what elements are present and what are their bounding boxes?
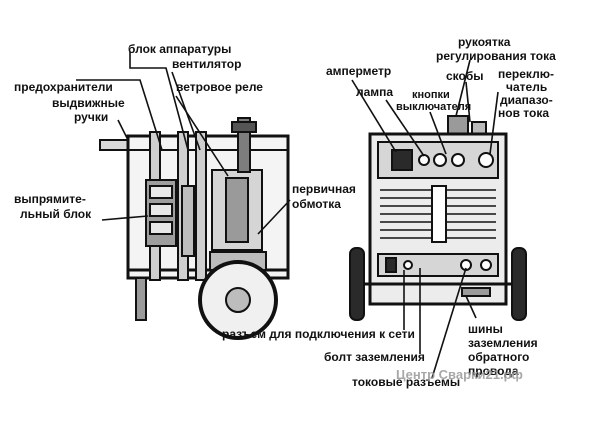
label-bars-1: шины [468, 322, 503, 336]
leg-front [135, 277, 147, 321]
label-range-3: диапазо- [500, 93, 553, 107]
label-wind-relay: ветровое реле [176, 80, 263, 94]
label-current-sockets: токовые разъемы [352, 375, 460, 389]
label-range-2: чатель [506, 80, 547, 94]
right-unit [349, 115, 527, 321]
wheel-left [349, 247, 365, 321]
range-switch [478, 152, 494, 168]
left-unit [99, 117, 290, 340]
ground-bolt [403, 260, 413, 270]
switch-button-2 [451, 153, 465, 167]
label-brackets: скобы [446, 69, 484, 83]
label-lamp: лампа [356, 85, 393, 99]
ammeter [391, 149, 413, 171]
label-bars-2: заземления [468, 336, 538, 350]
labels-left: блок аппаратуры вентилятор предохранител… [14, 42, 415, 341]
label-switch: выключателя [396, 101, 471, 113]
label-fuses: предохранители [14, 80, 113, 94]
current-socket-2 [480, 259, 492, 271]
label-range-1: переклю- [498, 67, 554, 81]
label-rectifier-2: льный блок [20, 207, 92, 221]
switch-button-1 [433, 153, 447, 167]
label-ammeter: амперметр [326, 64, 391, 78]
label-fan: вентилятор [172, 57, 241, 71]
lamp [418, 154, 430, 166]
label-apparatus-block: блок аппаратуры [128, 42, 231, 56]
watermark: Центр Сварки21.рф [396, 367, 523, 382]
label-handles: ручки [74, 110, 108, 124]
label-primary-2: обмотка [292, 197, 341, 211]
labels-right: амперметр лампа кнопки выключателя скобы… [324, 35, 556, 389]
label-rectifier-1: выпрямите- [14, 192, 86, 206]
label-handle: рукоятка [458, 35, 511, 49]
label-primary-1: первичная [292, 182, 356, 196]
label-buttons: кнопки [412, 89, 450, 101]
label-range-4: нов тока [498, 106, 549, 120]
label-pull-out: выдвижные [52, 96, 125, 110]
ground-bars [461, 287, 491, 297]
label-bars-3: обратного [468, 350, 529, 364]
rectifier-stack [145, 179, 195, 257]
label-mains-connector: разъем для подключения к сети [222, 327, 415, 341]
label-ground-bolt: болт заземления [324, 350, 425, 364]
label-current-regulation: регулирования тока [436, 49, 556, 63]
wheel-right [511, 247, 527, 321]
label-bars-4: провода [468, 364, 519, 378]
leader-lines [76, 52, 499, 379]
